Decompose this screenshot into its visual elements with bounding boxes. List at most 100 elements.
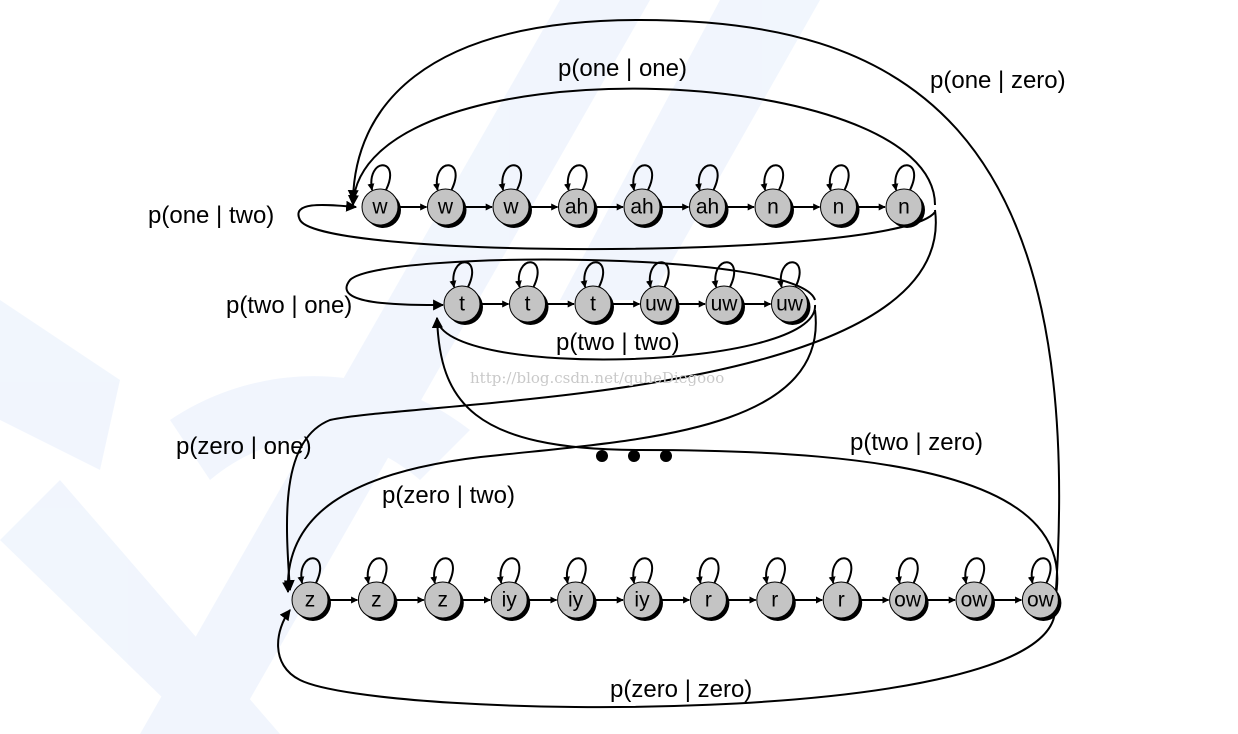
state-node (705, 285, 743, 323)
state-label: w (371, 196, 388, 219)
state-label: ah (630, 196, 653, 219)
state-label: z (305, 589, 316, 612)
label-two-zero: p(two | zero) (850, 429, 983, 456)
self-loop-arc (695, 557, 720, 584)
self-loop-arc (580, 261, 605, 288)
state-label: n (833, 196, 845, 219)
state-label: iy (568, 589, 584, 612)
row-one-states: w w w ah ah ah n n n (361, 164, 925, 228)
state-node (756, 581, 794, 619)
self-loop-arc (760, 164, 785, 191)
ellipsis-dots (596, 450, 672, 462)
state-label: r (705, 589, 712, 612)
state-node (291, 581, 329, 619)
label-one-zero: p(one | zero) (930, 67, 1066, 94)
label-two-two: p(two | two) (556, 329, 680, 356)
state-label: w (437, 196, 454, 219)
state-node (427, 188, 464, 226)
label-one-two: p(one | two) (148, 202, 274, 229)
self-loop-arc (895, 557, 919, 584)
state-label: uw (711, 293, 739, 316)
self-loop-arc (430, 557, 454, 584)
arc-one-zero (347, 18, 1061, 606)
label-zero-zero: p(zero | zero) (610, 676, 752, 703)
state-label: z (371, 589, 382, 612)
state-label: r (838, 589, 845, 612)
self-loop-arc (563, 557, 587, 584)
self-loop-arc (629, 164, 654, 191)
self-loop-arc (961, 557, 986, 584)
state-label: iy (634, 589, 650, 612)
arc-two-one (345, 258, 816, 311)
state-label: r (771, 589, 778, 612)
state-label: t (525, 293, 531, 316)
self-loop-arc (363, 557, 388, 584)
state-label: ow (1027, 589, 1055, 612)
state-label: w (502, 196, 519, 219)
state-node (1021, 581, 1059, 619)
arc-zero-one (283, 209, 937, 592)
self-loop-arc (496, 557, 521, 584)
state-label: uw (776, 293, 804, 316)
state-node (558, 188, 595, 226)
state-node (357, 581, 395, 619)
state-label: ah (565, 196, 588, 219)
state-node (689, 581, 727, 619)
state-label: uw (645, 293, 673, 316)
state-node (574, 285, 612, 323)
self-loop-arc (449, 261, 474, 288)
self-loop-arc (711, 261, 736, 288)
state-label: z (438, 589, 449, 612)
label-one-one: p(one | one) (558, 55, 687, 82)
self-loop-arc (432, 164, 457, 191)
state-label: n (898, 196, 910, 219)
state-label: ah (696, 196, 719, 219)
state-node (885, 188, 923, 226)
self-loop-arc (297, 557, 322, 584)
self-loop-arc (498, 164, 523, 191)
arc-one-two (297, 200, 936, 251)
state-label: n (767, 196, 779, 219)
state-node (640, 285, 677, 323)
state-label: ow (961, 589, 989, 612)
state-node (822, 581, 860, 619)
state-node (689, 188, 726, 226)
state-node (889, 581, 927, 619)
self-loop-arc (1027, 557, 1052, 584)
arc-two-zero (431, 316, 1059, 601)
self-loop-arc (645, 261, 670, 288)
state-node (424, 581, 462, 619)
arc-one-one (347, 87, 936, 207)
state-node (623, 581, 661, 619)
state-label: iy (502, 589, 518, 612)
self-loop-arc (563, 164, 588, 191)
state-node (820, 188, 857, 226)
state-node (361, 188, 399, 226)
self-loop-arc (828, 557, 853, 584)
state-node (557, 581, 595, 619)
arc-two-two (432, 304, 817, 361)
state-node (492, 188, 530, 226)
self-loop-arc (694, 164, 719, 191)
state-node (509, 285, 546, 323)
state-node (771, 285, 808, 323)
transition-arcs (277, 18, 1061, 709)
background-watermark-shapes (0, 0, 820, 734)
state-node (490, 581, 528, 619)
state-node (443, 285, 481, 323)
self-loop-arc (776, 261, 801, 288)
label-zero-one: p(zero | one) (176, 433, 312, 460)
arc-zero-zero (277, 607, 1057, 709)
self-loop-arc (367, 164, 392, 191)
state-node (623, 188, 661, 226)
state-node (754, 188, 792, 226)
label-zero-two: p(zero | two) (382, 482, 515, 509)
self-loop-arc (891, 164, 916, 191)
state-node (955, 581, 993, 619)
self-loop-arc (629, 557, 654, 584)
watermark-text: http://blog.csdn.net/quheDiegooo (470, 369, 724, 387)
state-label: ow (894, 589, 922, 612)
